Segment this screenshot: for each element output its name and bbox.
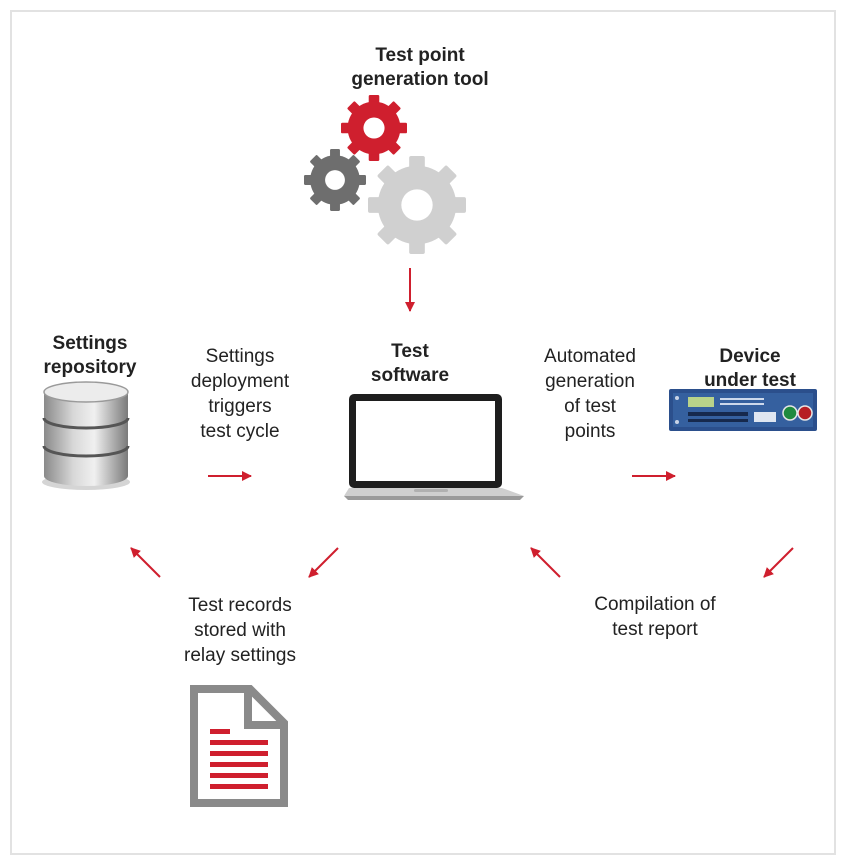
relay-device-icon xyxy=(669,389,817,431)
software-title: Test software xyxy=(370,341,450,386)
database-icon xyxy=(42,381,130,490)
arrow-software-to-records xyxy=(308,547,339,578)
step-generation-label: Automated generation of test points xyxy=(544,346,636,442)
document-icon xyxy=(190,685,288,807)
arrow-device-to-report xyxy=(763,547,794,578)
step-records-label: Test records stored with relay settings xyxy=(184,595,296,666)
arrow-report-to-software xyxy=(530,547,561,578)
tool-title: Test point generation tool xyxy=(351,45,489,90)
gears-icon xyxy=(304,95,466,254)
step-report-label: Compilation of test report xyxy=(594,594,716,640)
laptop-icon xyxy=(344,394,524,500)
device-title: Device under test xyxy=(704,346,796,391)
arrow-records-to-repository xyxy=(130,547,161,578)
step-deployment-label: Settings deployment triggers test cycle xyxy=(190,346,290,442)
repository-title: Settings repository xyxy=(43,333,137,378)
